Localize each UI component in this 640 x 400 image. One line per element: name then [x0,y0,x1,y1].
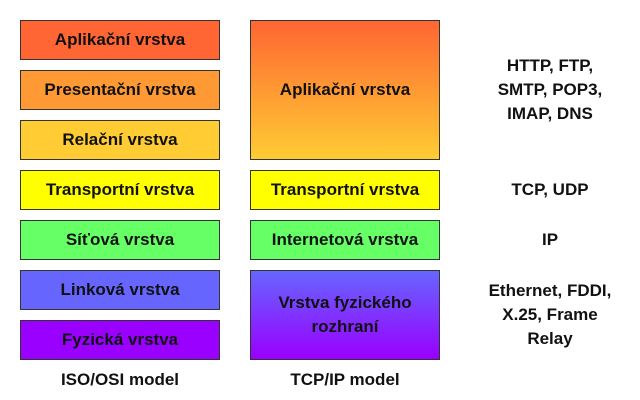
tcpip-layer-transport: Transportní vrstva [250,170,440,210]
osi-layer-physical: Fyzická vrstva [20,320,220,360]
tcpip-layer-label: Internetová vrstva [271,230,419,249]
osi-layer-label: Aplikační vrstva [54,30,186,49]
tcpip-caption: TCP/IP model [290,370,400,389]
protocols-internet: IP [470,220,630,260]
osi-layer-application: Aplikační vrstva [20,20,220,60]
protocols-text: IP [541,230,559,249]
protocols-text: TCP, UDP [511,180,589,199]
tcpip-layer-label: Aplikační vrstva [279,80,411,99]
protocols-transport: TCP, UDP [470,170,630,210]
osi-layer-label: Linková vrstva [60,280,180,299]
protocols-text: Ethernet, FDDI, X.25, Frame Relay [488,281,612,348]
osi-layer-session: Relační vrstva [20,120,220,160]
tcpip-layer-physical-interface: Vrstva fyzického rozhraní [250,270,440,360]
osi-layer-network: Síťová vrstva [20,220,220,260]
osi-layer-datalink: Linková vrstva [20,270,220,310]
osi-layer-label: Transportní vrstva [45,180,195,199]
osi-layer-label: Fyzická vrstva [61,330,179,349]
tcpip-layer-internet: Internetová vrstva [250,220,440,260]
tcpip-layer-application: Aplikační vrstva [250,20,440,160]
protocols-application: HTTP, FTP, SMTP, POP3, IMAP, DNS [470,20,630,160]
tcpip-layer-label: Transportní vrstva [270,180,420,199]
osi-layer-label: Relační vrstva [62,130,178,149]
osi-caption: ISO/OSI model [60,370,180,389]
osi-layer-presentation: Presentační vrstva [20,70,220,110]
protocols-text: HTTP, FTP, SMTP, POP3, IMAP, DNS [497,56,603,123]
osi-layer-transport: Transportní vrstva [20,170,220,210]
tcpip-layer-label: Vrstva fyzického rozhraní [278,293,412,336]
protocols-physical: Ethernet, FDDI, X.25, Frame Relay [470,270,630,360]
osi-layer-label: Presentační vrstva [44,80,196,99]
osi-layer-label: Síťová vrstva [65,230,175,249]
